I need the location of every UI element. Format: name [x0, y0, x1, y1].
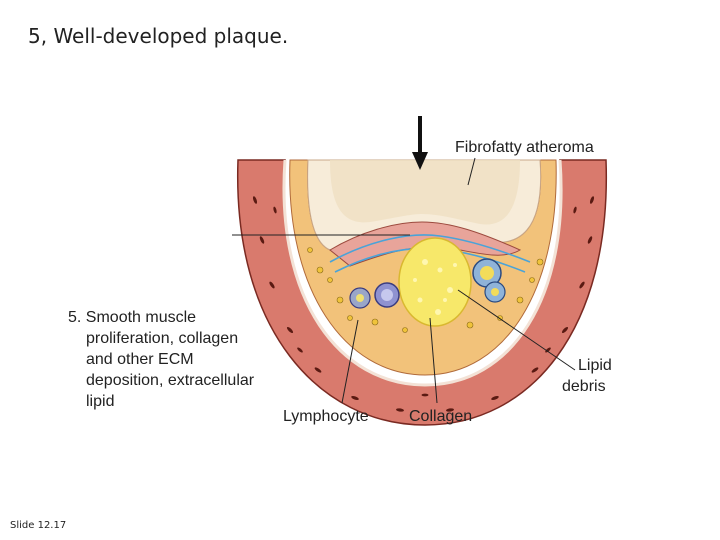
- slide-number: Slide 12.17: [10, 520, 67, 531]
- cells-right: [472, 258, 506, 303]
- slide-title: 5, Well-developed plaque.: [28, 24, 289, 48]
- media-nuclei: [252, 196, 595, 412]
- step-line-3: and other ECM: [86, 351, 194, 368]
- step-line-1: 5. Smooth muscle: [68, 309, 196, 326]
- internal-elastic-lamina: [282, 159, 563, 387]
- label-lymphocyte: Lymphocyte: [283, 408, 369, 425]
- lipid-droplets: [413, 259, 457, 315]
- lumen-shading: [330, 160, 520, 225]
- step-line-4: deposition, extracellular: [86, 372, 255, 389]
- leader-lines: [232, 157, 576, 404]
- indicator-arrow-head: [412, 152, 428, 170]
- label-collagen: Collagen: [409, 408, 472, 425]
- label-fibrofatty-atheroma: Fibrofatty atheroma: [455, 139, 594, 156]
- step-line-2: proliferation, collagen: [86, 330, 238, 347]
- label-lipid: Lipid: [578, 357, 612, 374]
- label-debris: debris: [562, 378, 606, 395]
- cells-left: [349, 282, 400, 309]
- label-step-5: 5. Smooth muscle proliferation, collagen…: [68, 309, 255, 410]
- step-line-5: lipid: [86, 393, 114, 410]
- lipid-core: [398, 237, 472, 327]
- intima-debris: [307, 247, 544, 333]
